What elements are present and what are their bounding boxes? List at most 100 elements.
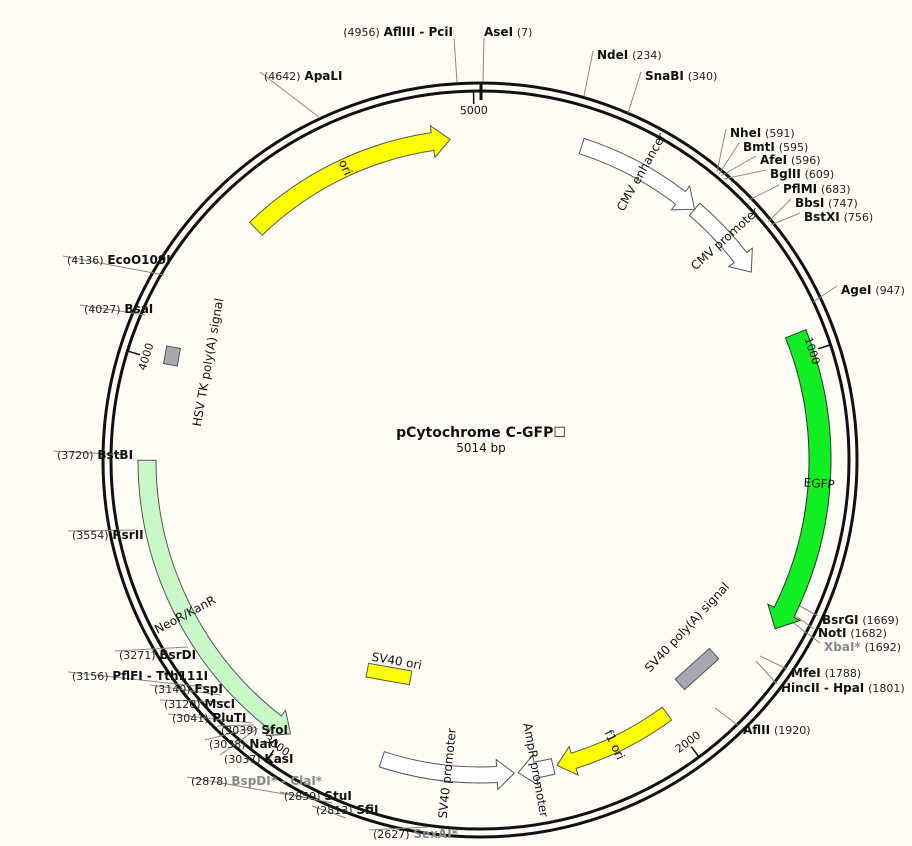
site-pflfi-tth111i-position: (3156) bbox=[72, 670, 109, 683]
site-bglii-position: (609) bbox=[805, 168, 835, 181]
feature-sv40-poly-a-signal-label: SV40 poly(A) signal bbox=[642, 580, 732, 675]
feature-egfp-label: EGFP bbox=[803, 476, 835, 492]
site-bspdi-clai-name: BspDI* - ClaI* bbox=[231, 774, 322, 788]
site-bsrdi-leader bbox=[114, 646, 189, 652]
site-pflmi-name: PflMI bbox=[783, 182, 817, 196]
site-apali-position: (4642) bbox=[264, 70, 301, 83]
site-bsrgi-position: (1669) bbox=[862, 614, 899, 627]
site-mfei-name: MfeI bbox=[791, 666, 821, 680]
site-bsrdi-position: (3271) bbox=[119, 649, 156, 662]
feature-sv40-poly-a-signal-box bbox=[674, 647, 720, 691]
site-mfei: MfeI (1788) bbox=[791, 666, 861, 680]
feature-sv40-ori-box bbox=[365, 662, 413, 686]
feature-ampr-promoter-arrow bbox=[517, 754, 556, 786]
site-aflii-position: (1920) bbox=[774, 724, 811, 737]
site-noti: NotI (1682) bbox=[818, 626, 887, 640]
site-ecoo109i-name: EcoO109I bbox=[107, 253, 170, 267]
plasmid-center-label: pCytochrome C-GFP☐ 5014 bp bbox=[396, 425, 566, 455]
site-snabi-name: SnaBI bbox=[645, 69, 684, 83]
feature-cmv-enhancer-arrow bbox=[578, 137, 696, 211]
site-afei-leader bbox=[720, 155, 757, 177]
site-pflmi: PflMI (683) bbox=[783, 182, 851, 196]
site-bbsi-leader bbox=[767, 198, 792, 223]
site-bsrgi: BsrGI (1669) bbox=[822, 613, 899, 627]
site-sfii-name: SfiI bbox=[356, 803, 378, 817]
site-pluti: (3041) PluTI bbox=[172, 711, 247, 725]
site-snabi-leader bbox=[627, 71, 642, 114]
site-leader-lines bbox=[52, 37, 838, 831]
site-bbsi: BbsI (747) bbox=[795, 196, 858, 210]
site-nari-name: NarI bbox=[249, 737, 278, 751]
site-nhei-position: (591) bbox=[765, 127, 795, 140]
site-noti-position: (1682) bbox=[850, 627, 887, 640]
site-ecoo109i-leader bbox=[62, 255, 165, 276]
site-apali-leader bbox=[259, 71, 321, 119]
tick-5000: 5000 bbox=[460, 91, 488, 117]
site-asei-position: (7) bbox=[517, 26, 533, 39]
site-pluti-name: PluTI bbox=[212, 711, 246, 725]
site-xbai-name: XbaI* bbox=[824, 640, 861, 654]
tick-4000: 4000 bbox=[127, 341, 156, 372]
feature-ampr-promoter: AmpR promoter bbox=[517, 722, 556, 818]
site-bbsi-position: (747) bbox=[828, 197, 858, 210]
feature-cmv-enhancer: CMV enhancer bbox=[578, 131, 696, 214]
site-sfii-position: (2813) bbox=[316, 804, 353, 817]
site-msci: (3120) MscI bbox=[164, 697, 235, 711]
site-agei-leader bbox=[812, 285, 838, 303]
site-fspi: (3140) FspI bbox=[154, 682, 223, 696]
plasmid-length: 5014 bp bbox=[456, 441, 506, 455]
site-stui: (2859) StuI bbox=[284, 789, 352, 803]
feature-sv40-promoter-arrow bbox=[378, 751, 516, 791]
site-bstxi-position: (756) bbox=[844, 211, 874, 224]
site-bstxi-name: BstXI bbox=[804, 210, 840, 224]
site-nari: (3038) NarI bbox=[209, 737, 278, 751]
feature-sv40-poly-a-signal: SV40 poly(A) signal bbox=[642, 580, 732, 691]
site-agei: AgeI (947) bbox=[841, 283, 905, 297]
site-ecoo109i-position: (4136) bbox=[67, 254, 104, 267]
site-nari-leader bbox=[204, 726, 257, 741]
site-nari-position: (3038) bbox=[209, 738, 246, 751]
site-bmti-leader bbox=[718, 142, 740, 175]
site-mfei-leader bbox=[759, 655, 788, 670]
tick-2000: 2000 bbox=[673, 729, 703, 758]
site-bbsi-name: BbsI bbox=[795, 196, 824, 210]
feature-cmv-promoter-arrow bbox=[688, 202, 753, 273]
site-fspi-position: (3140) bbox=[154, 683, 191, 696]
feature-f1-ori: f1 ori bbox=[556, 706, 673, 776]
site-msci-position: (3120) bbox=[164, 698, 201, 711]
site-rsrii-leader bbox=[67, 529, 136, 532]
site-pflmi-position: (683) bbox=[821, 183, 851, 196]
site-ecoo109i: (4136) EcoO109I bbox=[67, 253, 171, 267]
site-sexai-position: (2627) bbox=[373, 828, 410, 841]
site-hincii-hpai: HincII - HpaI (1801) bbox=[781, 681, 905, 695]
feature-hsv-tk-poly-a-signal-label: HSV TK poly(A) signal bbox=[190, 297, 226, 427]
site-pluti-position: (3041) bbox=[172, 712, 209, 725]
site-afei-position: (596) bbox=[791, 154, 821, 167]
site-ndei-position: (234) bbox=[632, 49, 662, 62]
site-agei-name: AgeI bbox=[841, 283, 871, 297]
feature-f1-ori-arrow bbox=[556, 706, 673, 776]
site-nhei-leader bbox=[716, 128, 727, 173]
site-fspi-name: FspI bbox=[194, 682, 222, 696]
site-asei-leader bbox=[482, 37, 485, 83]
site-bstbi-leader bbox=[52, 450, 128, 456]
feature-egfp: EGFP bbox=[767, 329, 835, 630]
tick-label: 5000 bbox=[460, 104, 488, 117]
site-noti-name: NotI bbox=[818, 626, 847, 640]
site-aflii-leader bbox=[714, 707, 740, 727]
feature-hsv-tk-poly-a-signal: HSV TK poly(A) signal bbox=[162, 297, 226, 428]
site-bspdi-clai: (2878) BspDI* - ClaI* bbox=[191, 774, 323, 788]
site-bstbi-position: (3720) bbox=[57, 449, 94, 462]
site-sfoi-name: SfoI bbox=[261, 723, 288, 737]
feature-sv40-promoter: SV40 promoter bbox=[378, 727, 516, 819]
site-xbai-position: (1692) bbox=[865, 641, 902, 654]
site-bsai-name: BsaI bbox=[124, 302, 153, 316]
site-nhei: NheI (591) bbox=[730, 126, 795, 140]
site-ndei-name: NdeI bbox=[597, 48, 628, 62]
tick-mark bbox=[690, 746, 700, 758]
site-afei-name: AfeI bbox=[760, 153, 787, 167]
site-bstxi-leader bbox=[770, 212, 801, 226]
feature-neor-kanr-arrow bbox=[137, 459, 292, 737]
site-sexai: (2627) SexAI* bbox=[373, 827, 459, 841]
